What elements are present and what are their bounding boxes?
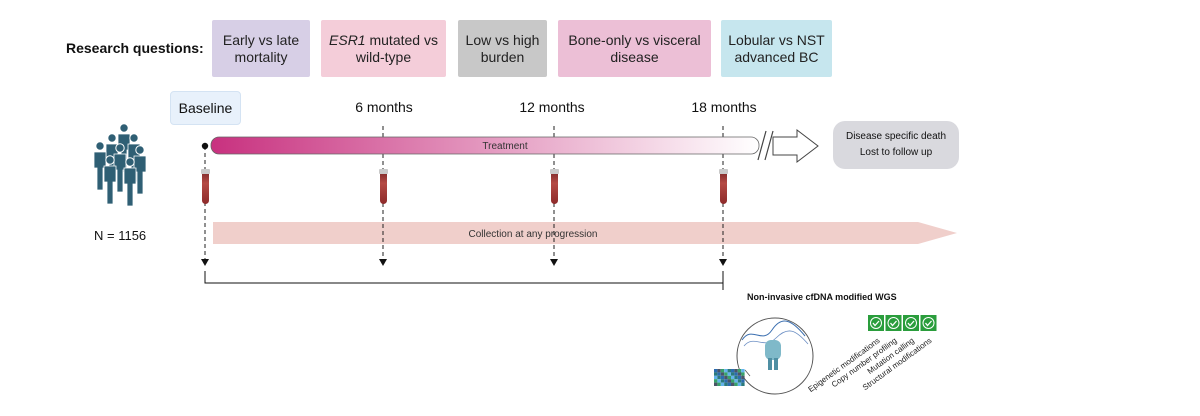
treatment-arrow-head (772, 128, 819, 164)
6-months-down-arrow (379, 259, 387, 266)
question-line1: Bone-only vs visceral (568, 31, 701, 48)
collection-band (213, 222, 957, 244)
question-line1-rest: mutated vs (365, 31, 438, 48)
baseline-label: Baseline (170, 91, 241, 125)
person-icon (113, 143, 127, 193)
question-line1: Early vs late (222, 31, 300, 48)
question-lobular-vs-nst-advanced-bc: Lobular vs NST advanced BC (721, 20, 832, 77)
blood-tube-icon (379, 169, 388, 204)
break-line-1 (757, 130, 767, 161)
question-low-vs-high-burden: Low vs high burden (458, 20, 547, 77)
question-esr1-mutated-vs-wild-type: ESR1 mutated vs wild-type (321, 20, 446, 77)
timepoint-18-months: 18 months (691, 99, 757, 115)
timepoint-6-months: 6 months (355, 99, 413, 115)
question-line2: disease (610, 48, 659, 65)
cfdna-illustration (736, 317, 814, 395)
blood-tube-icon (201, 169, 210, 204)
outcome-box: Disease specific death Lost to follow up (833, 121, 959, 169)
baseline-dot (201, 142, 209, 150)
outcome-disease-specific-death: Disease specific death (845, 131, 947, 142)
question-line2: advanced BC (734, 48, 819, 65)
question-early-vs-late-mortality: Early vs late mortality (212, 20, 310, 77)
question-line2: wild-type (355, 48, 412, 65)
question-line2: burden (480, 48, 525, 65)
question-line1: Lobular vs NST (728, 31, 825, 48)
collection-bracket (204, 271, 724, 284)
research-questions-label: Research questions: (66, 40, 204, 56)
blood-tube-icon (719, 169, 728, 204)
person-icon (93, 141, 107, 191)
person-icon (103, 155, 117, 205)
treatment-label: Treatment (482, 141, 527, 152)
collection-label: Collection at any progression (469, 229, 598, 240)
wgs-title: Non-invasive cfDNA modified WGS (747, 292, 897, 302)
question-line1-italic: ESR1 (329, 31, 366, 48)
person-icon (123, 157, 137, 207)
outcome-lost-to-follow-up: Lost to follow up (859, 147, 933, 158)
timepoint-12-months: 12 months (519, 99, 585, 115)
analysis-checkboxes (868, 315, 937, 331)
people-group-icon (93, 123, 147, 207)
break-line-2 (764, 130, 774, 161)
question-line1: Low vs high (465, 31, 540, 48)
blood-tube-icon (550, 169, 559, 204)
treatment-bar (210, 136, 760, 155)
cohort-size: N = 1156 (94, 228, 147, 243)
methylation-heatmap (714, 369, 745, 386)
12-months-down-arrow (550, 259, 558, 266)
question-bone-only-vs-visceral-disease: Bone-only vs visceral disease (558, 20, 711, 77)
baseline-down-arrow (201, 259, 209, 266)
18-months-down-arrow (719, 259, 727, 266)
question-line2: mortality (234, 48, 288, 65)
